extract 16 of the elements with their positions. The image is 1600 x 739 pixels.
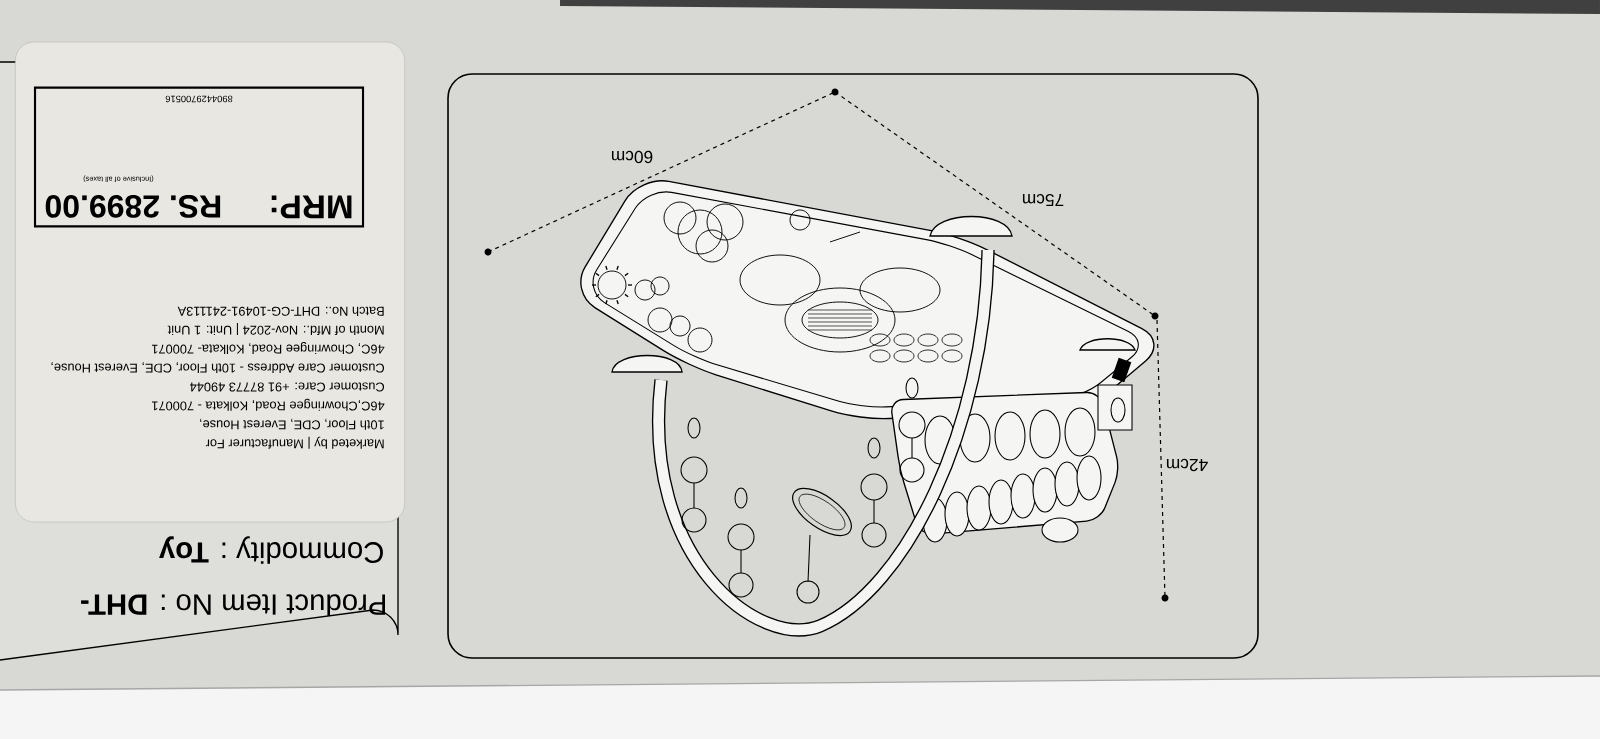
label-text: Month of Mfd.: Nov-2024 | Unit: 1 Unit <box>167 323 384 336</box>
label-text: 10th Floor, CDE, Everest House, <box>200 418 384 430</box>
label-text: Customer Care: +91 87773 49044 <box>190 382 385 392</box>
price-text: RS. 2899.00 <box>45 195 221 218</box>
label-text: Marketed by | Manufacturer For <box>205 436 384 449</box>
price-box <box>33 86 365 228</box>
label-text: 46C,Chowringee Road, Kolkata - 700071 <box>152 398 385 411</box>
dimension-label: 60cm <box>611 150 653 164</box>
commodity-text: Commodity : Toy <box>159 536 383 564</box>
price-label: MRP: <box>271 195 352 219</box>
dimension-label: 42cm <box>1166 458 1208 472</box>
barcode-number: 8904429700516 <box>165 95 233 103</box>
label-text: Customer Care Address - 10th Floor, CDE, Everest House, 46C, Chowringee Road, Kolkata- 700071 <box>51 342 385 373</box>
label-text: Batch No.: DHT-CG-10491-241113A <box>177 306 384 317</box>
dimension-label: 75cm <box>1022 193 1064 207</box>
product-number-text: Product Item No : DHT- <box>81 594 385 616</box>
